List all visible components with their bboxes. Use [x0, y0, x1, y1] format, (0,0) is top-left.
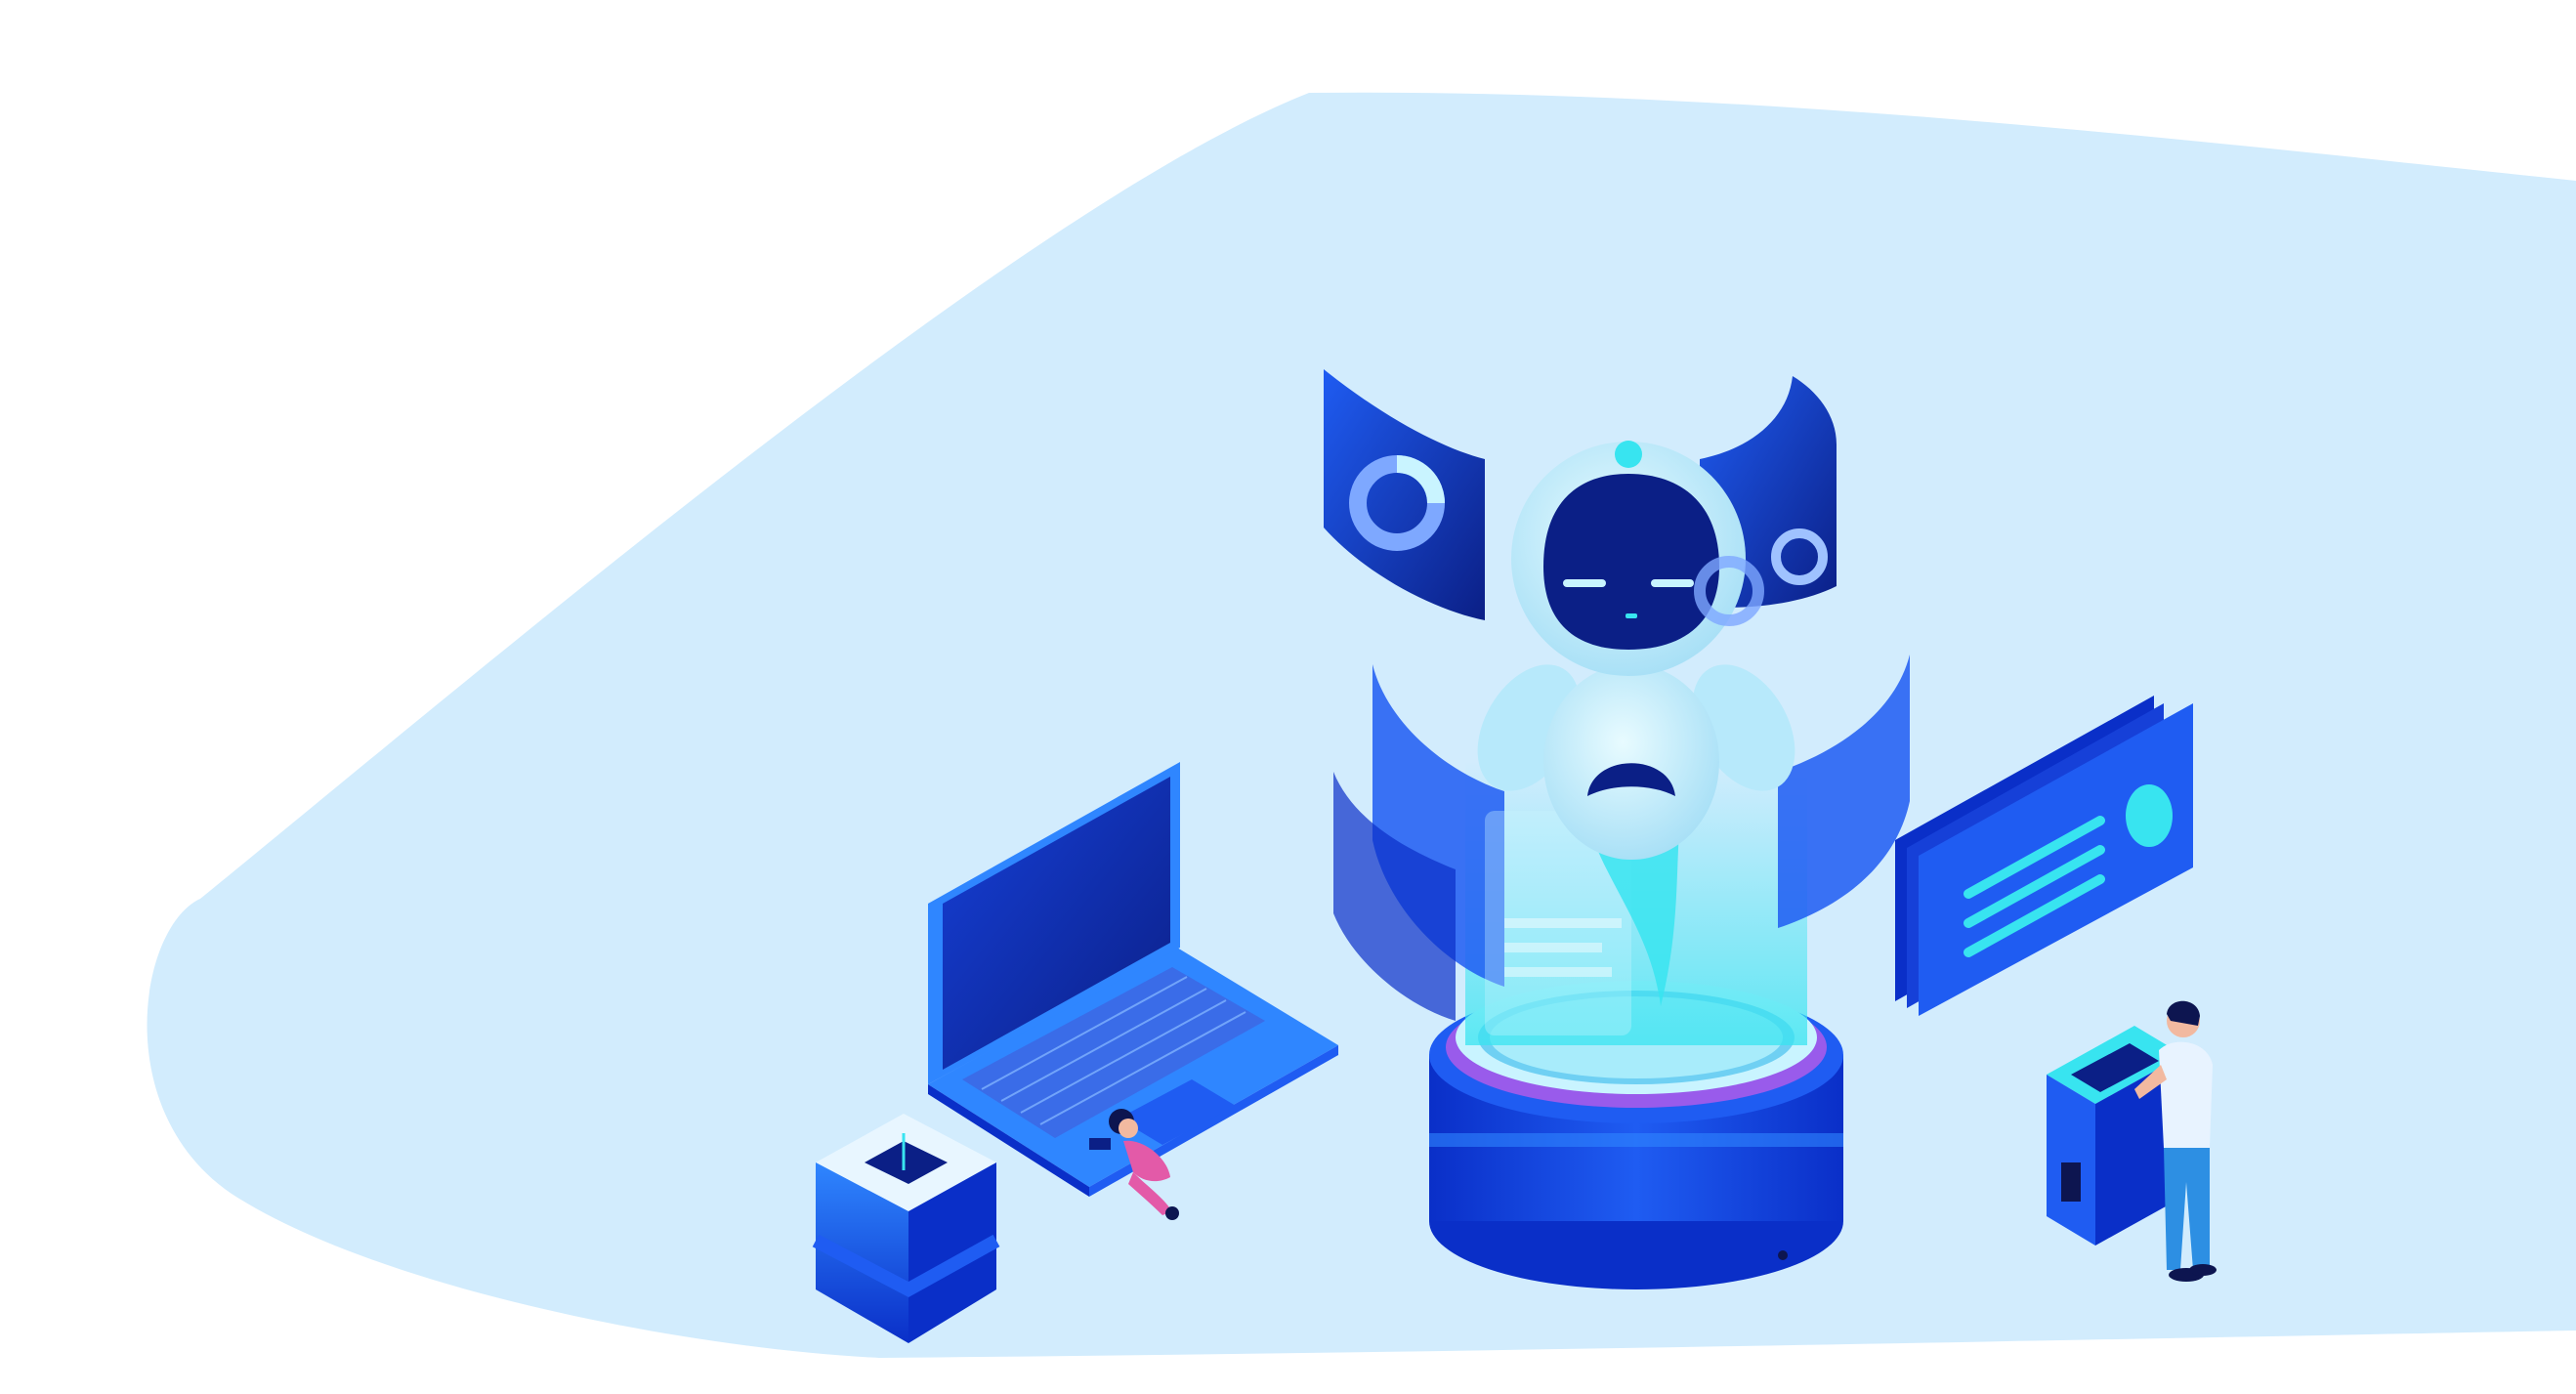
robot-antenna-icon [1615, 441, 1642, 468]
cube-icon [812, 1114, 1000, 1343]
person-standing [2134, 1000, 2217, 1282]
holo-side-panels [1333, 655, 1910, 1035]
donut-chart-icon [1771, 528, 1828, 585]
chatbot-robot [1477, 441, 1795, 1006]
holographic-pedestal [1429, 762, 1843, 1289]
background-blob [147, 92, 2576, 1358]
robot-mouth-icon [1587, 763, 1675, 796]
person-crouching [1089, 1109, 1179, 1220]
donut-panel-left [1324, 369, 1485, 620]
message-card-icon [1895, 696, 2193, 1016]
kiosk-icon [2047, 1026, 2183, 1246]
